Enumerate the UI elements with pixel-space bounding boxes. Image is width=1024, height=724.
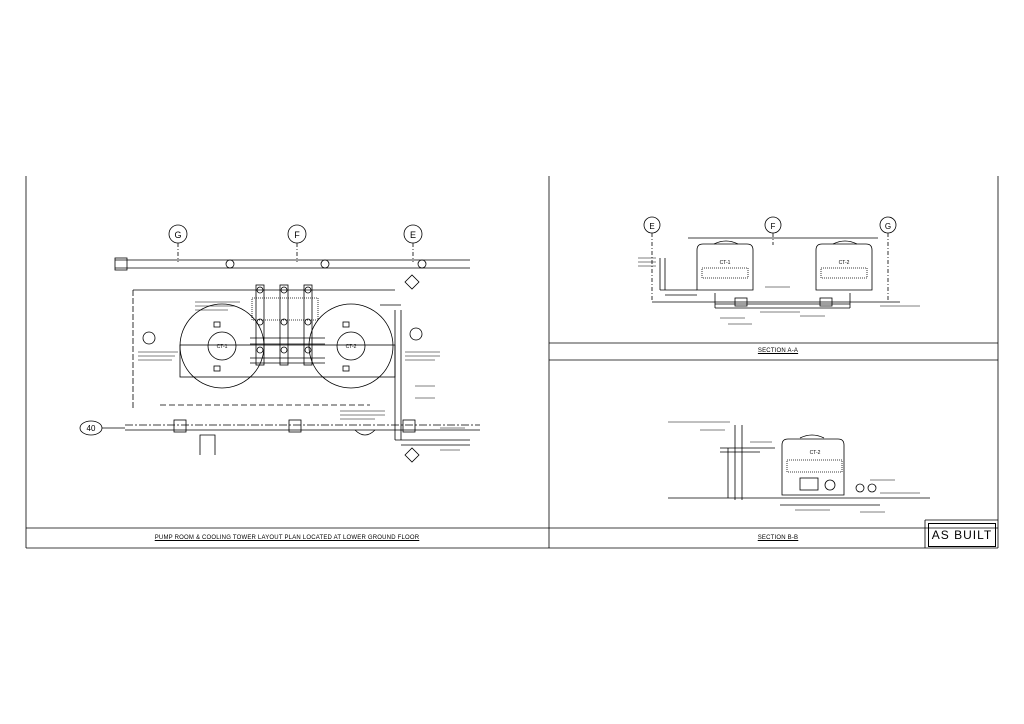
section-bb-tower-ct2 bbox=[781, 438, 845, 496]
section-aa-grid-e: E bbox=[649, 222, 654, 231]
plan-row-40: 40 bbox=[87, 424, 96, 433]
section-aa-tower-label-ct1: CT-1 bbox=[720, 260, 731, 266]
plan-grid-e: E bbox=[410, 230, 416, 240]
cooling-tower-ct2 bbox=[308, 303, 394, 389]
plan-tower-label-ct2: CT-2 bbox=[346, 344, 357, 350]
sheet-frame bbox=[25, 176, 999, 549]
section-aa-view bbox=[638, 216, 920, 325]
section-bb-title: SECTION B-B bbox=[757, 535, 799, 541]
plan-grid-f: F bbox=[294, 230, 300, 240]
as-built-stamp: AS BUILT bbox=[928, 523, 996, 547]
section-bb-tower-label-ct2: CT-2 bbox=[810, 450, 821, 456]
pump-set bbox=[255, 284, 313, 366]
plan-view bbox=[79, 224, 480, 463]
plan-grid-g: G bbox=[174, 230, 181, 240]
section-bb-view bbox=[668, 421, 930, 513]
section-aa-tower-label-ct2: CT-2 bbox=[839, 260, 850, 266]
plan-gridline-bubbles bbox=[168, 224, 423, 262]
section-aa-tower-ct2 bbox=[815, 243, 873, 291]
plan-tower-label-ct1: CT-1 bbox=[217, 344, 228, 350]
section-aa-grid-f: F bbox=[771, 222, 776, 231]
section-aa-tower-ct1 bbox=[696, 243, 754, 291]
section-aa-title: SECTION A-A bbox=[757, 348, 799, 354]
section-aa-grid-g: G bbox=[885, 222, 891, 231]
plan-title: PUMP ROOM & COOLING TOWER LAYOUT PLAN LO… bbox=[154, 535, 420, 541]
